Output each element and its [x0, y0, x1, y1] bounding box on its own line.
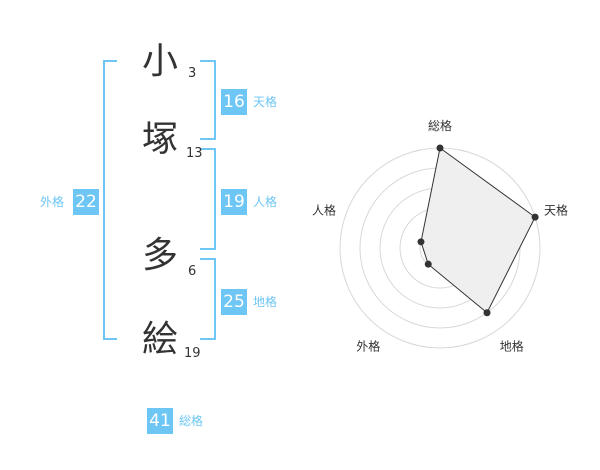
gaikaku-label: 外格 — [40, 195, 65, 209]
jinkaku-label: 人格 — [253, 195, 278, 209]
stroke-count-4: 19 — [184, 346, 201, 361]
name-char-3: 多 — [141, 235, 178, 276]
stroke-count-3: 6 — [188, 264, 197, 279]
chikaku-bracket — [200, 258, 216, 340]
jinkaku-bracket — [200, 148, 216, 250]
name-char-1: 小 — [141, 41, 178, 82]
tenkaku-label: 天格 — [253, 95, 278, 109]
radar-series-shape — [420, 147, 536, 314]
radar-point-1 — [436, 144, 444, 152]
radar-axis-label-4: 外格 — [356, 339, 380, 354]
name-char-4: 絵 — [141, 319, 178, 360]
radar-point-4 — [424, 260, 432, 268]
gaikaku-bracket — [103, 60, 117, 340]
chikaku-label: 地格 — [253, 295, 278, 309]
jinkaku-value: 19 — [221, 189, 247, 215]
stroke-count-1: 3 — [188, 66, 197, 81]
radar-point-2 — [531, 213, 539, 221]
radar-axis-label-2: 天格 — [544, 202, 568, 217]
tenkaku-bracket — [200, 60, 216, 140]
soukaku-label: 総格 — [179, 414, 204, 428]
chikaku-value: 25 — [221, 289, 247, 315]
radar-axis-label-5: 人格 — [312, 202, 336, 217]
radar-point-3 — [483, 309, 491, 317]
radar-point-5 — [417, 238, 425, 246]
name-char-2: 塚 — [141, 119, 178, 160]
radar-axis-label-3: 地格 — [500, 339, 524, 354]
stroke-count-2: 13 — [186, 146, 203, 161]
tenkaku-value: 16 — [221, 89, 247, 115]
gaikaku-value: 22 — [73, 189, 99, 215]
radar-axis-label-1: 総格 — [428, 118, 452, 133]
soukaku-value: 41 — [147, 408, 173, 434]
